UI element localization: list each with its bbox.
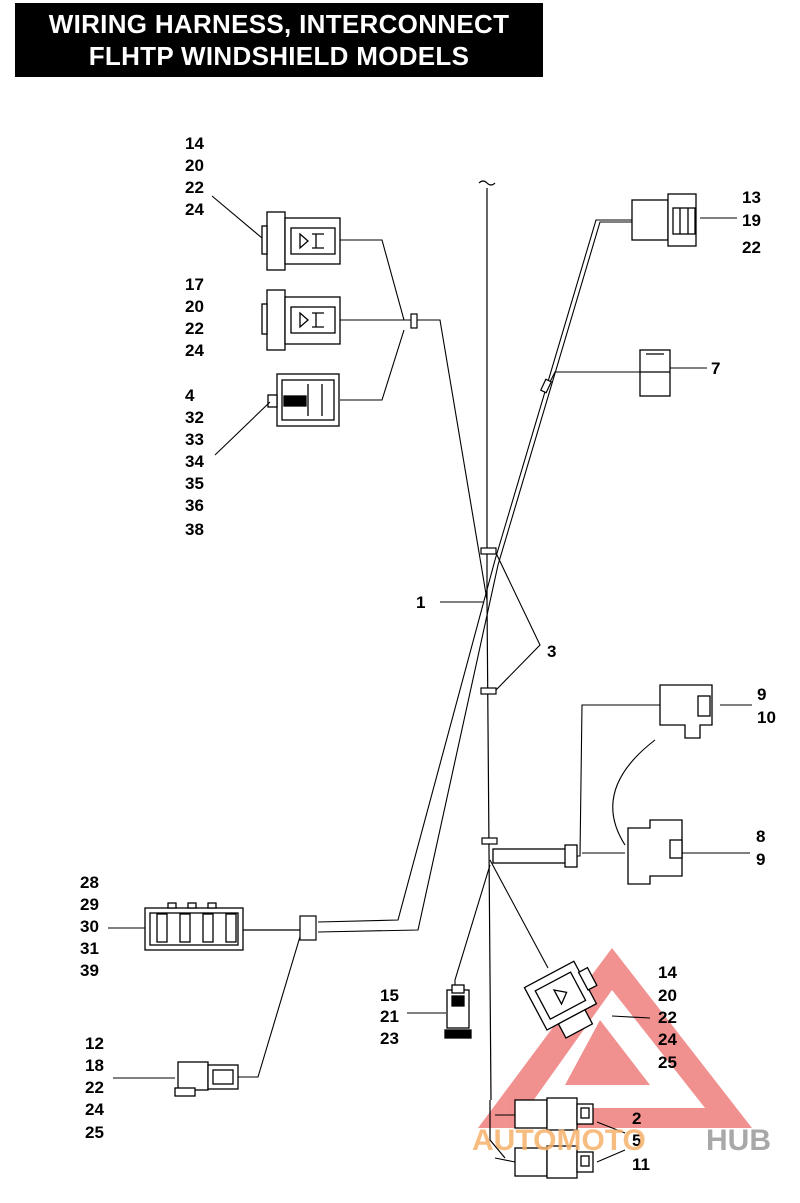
- connector-bottom-center: [444, 984, 472, 1039]
- callout-label: 22: [185, 178, 204, 197]
- callout-label: 2: [632, 1109, 641, 1128]
- callouts-top-right: 13 19 22: [742, 188, 761, 257]
- callouts-bottom-left: 12 18 22 24 25: [85, 1034, 104, 1142]
- callout-label: 4: [185, 386, 195, 405]
- diagram-title: WIRING HARNESS, INTERCONNECT FLHTP WINDS…: [15, 3, 543, 77]
- connector-seven: [639, 349, 671, 397]
- callout-label: 25: [658, 1053, 677, 1072]
- callout-label-one: 1: [416, 593, 425, 612]
- callout-label: 20: [185, 156, 204, 175]
- callout-label: 24: [658, 1030, 677, 1049]
- title-line-1: WIRING HARNESS, INTERCONNECT: [48, 9, 510, 39]
- watermark-auto: AUTOMOTO: [472, 1124, 646, 1157]
- conduit-lower: [492, 844, 578, 868]
- callout-label: 25: [85, 1123, 104, 1142]
- callouts-bottom-center: 15 21 23: [380, 986, 399, 1048]
- leader-lines: [108, 195, 752, 1163]
- callout-label: 17: [185, 275, 204, 294]
- callouts-bottom-right-connector: 14 20 22 24 25: [658, 963, 677, 1072]
- callout-label: 11: [632, 1155, 650, 1174]
- callout-label-seven: 7: [711, 359, 720, 378]
- connector-bottom-left: [174, 1061, 239, 1097]
- connector-top-right: [631, 193, 697, 247]
- callouts-bottom-relays: 2 5 11: [632, 1109, 650, 1174]
- callout-label: 5: [632, 1131, 641, 1150]
- callout-label: 14: [185, 134, 204, 153]
- connector-top-left-a: [261, 211, 341, 271]
- cable-ties: [299, 313, 553, 941]
- callout-label: 22: [658, 1008, 677, 1027]
- connector-bottom-right: [523, 960, 598, 1039]
- callout-label: 12: [85, 1034, 104, 1053]
- connector-top-left-c: [267, 373, 340, 427]
- callout-label: 22: [85, 1078, 104, 1097]
- callout-label: 32: [185, 408, 204, 427]
- callout-label: 29: [80, 895, 99, 914]
- callout-label: 18: [85, 1056, 104, 1075]
- callout-label: 34: [185, 452, 204, 471]
- callouts-left-block: 28 29 30 31 39: [80, 873, 99, 980]
- callout-label: 28: [80, 873, 99, 892]
- connector-top-left-b: [261, 289, 341, 351]
- connector-right-lower: [627, 819, 683, 885]
- callouts-right-lower: 8 9: [756, 827, 765, 869]
- callout-label: 21: [380, 1007, 399, 1026]
- watermark-text: AUTOMOTO HUB: [472, 1124, 771, 1157]
- callout-label: 15: [380, 986, 399, 1005]
- callouts-right-upper: 9 10: [757, 685, 776, 727]
- callout-label: 24: [185, 341, 204, 360]
- callout-label: 31: [80, 939, 99, 958]
- relay-upper: [514, 1097, 594, 1131]
- callout-label: 39: [80, 961, 99, 980]
- callout-label: 14: [658, 963, 677, 982]
- callout-label: 8: [756, 827, 765, 846]
- callout-label: 10: [757, 708, 776, 727]
- callout-label: 24: [185, 200, 204, 219]
- connector-block-left: [144, 902, 300, 951]
- callouts-top-left-b: 17 20 22 24: [185, 275, 204, 360]
- callout-label-three: 3: [547, 642, 556, 661]
- callout-label: 22: [185, 319, 204, 338]
- main-trunk: [478, 180, 506, 1159]
- relay-lower: [514, 1145, 594, 1179]
- callout-label: 23: [380, 1029, 399, 1048]
- callout-label: 20: [185, 297, 204, 316]
- title-line-2: FLHTP WINDSHIELD MODELS: [88, 41, 470, 71]
- callout-label: 36: [185, 496, 204, 515]
- callout-label: 20: [658, 986, 677, 1005]
- callout-label: 9: [756, 850, 765, 869]
- connector-right-upper: [659, 684, 713, 739]
- callout-label: 33: [185, 430, 204, 449]
- callout-label: 22: [742, 238, 761, 257]
- callout-label: 35: [185, 474, 204, 493]
- callout-label: 30: [80, 917, 99, 936]
- callout-label: 19: [742, 211, 761, 230]
- callout-label: 9: [757, 685, 766, 704]
- watermark-hub: HUB: [706, 1124, 771, 1157]
- callout-label: 13: [742, 188, 761, 207]
- watermark-logo: [478, 948, 752, 1128]
- callouts-top-left-a: 14 20 22 24: [185, 134, 204, 219]
- callouts-top-left-c: 4 32 33 34 35 36 38: [185, 386, 204, 539]
- callout-label: 24: [85, 1100, 104, 1119]
- callout-label: 38: [185, 520, 204, 539]
